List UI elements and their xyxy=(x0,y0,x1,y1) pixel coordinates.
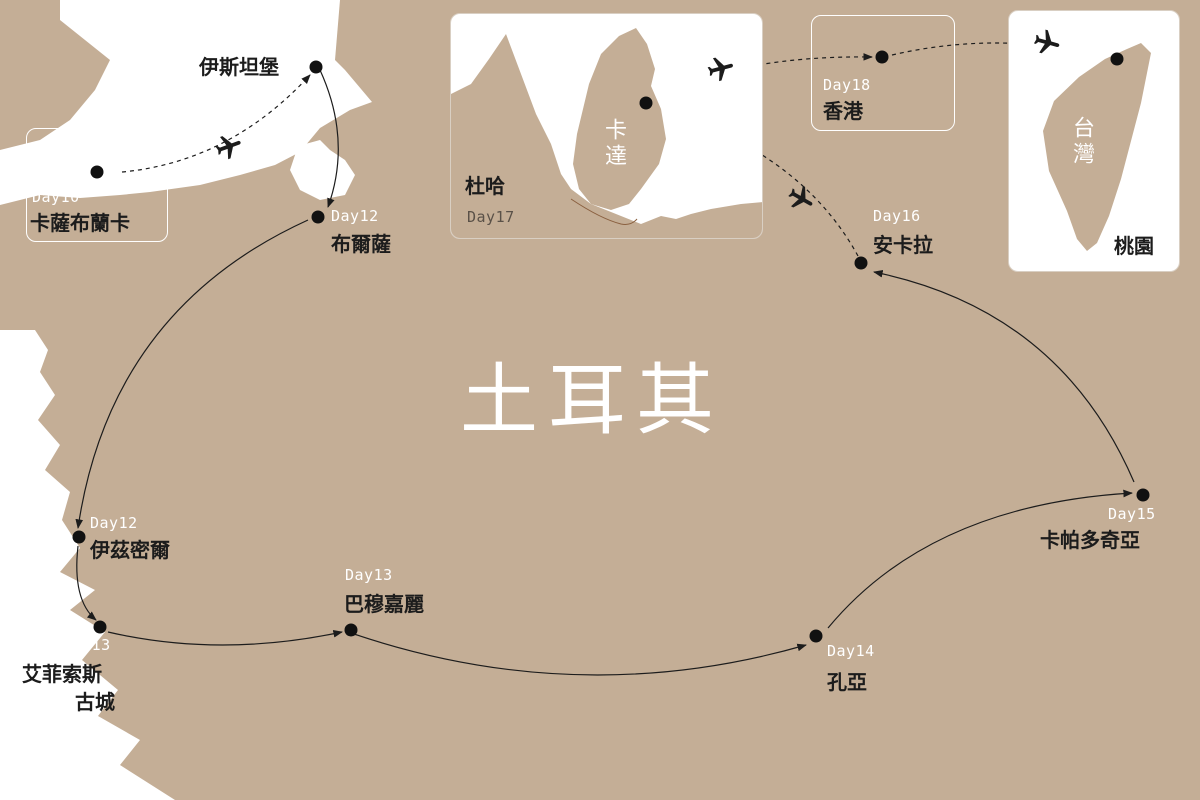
country-label: 土耳其 xyxy=(460,356,725,446)
stop-dot-taoyuan xyxy=(1110,52,1124,66)
stop-name-konya: 孔亞 xyxy=(827,670,867,694)
stop-name-ephesus-2: 古城 xyxy=(75,690,115,714)
flight-hongkong-taoyuan xyxy=(891,42,1109,59)
stop-day-casablanca: Day10 xyxy=(32,188,80,206)
stop-name-casablanca: 卡薩布蘭卡 xyxy=(30,211,130,235)
stop-day-doha: Day17 xyxy=(467,208,515,226)
stop-name-cappadocia: 卡帕多奇亞 xyxy=(1040,528,1140,552)
qatar-peninsula xyxy=(573,28,666,210)
stop-day-ankara: Day16 xyxy=(873,207,921,225)
stop-name-doha: 杜哈 xyxy=(465,174,505,198)
stop-name-taoyuan: 桃園 xyxy=(1114,234,1154,258)
airplane-icon xyxy=(1033,29,1060,54)
stop-dot-cappadocia xyxy=(1136,488,1150,502)
stop-name-izmir: 伊茲密爾 xyxy=(90,538,170,562)
stop-name-ephesus: 艾菲索斯 xyxy=(22,662,102,686)
taiwan-map xyxy=(1043,43,1151,251)
casablanca-panel xyxy=(26,128,168,242)
arabian-land xyxy=(451,34,762,238)
stop-name-hongkong: 香港 xyxy=(823,99,863,123)
black-sea-water xyxy=(0,0,372,205)
stop-name-ankara: 安卡拉 xyxy=(873,233,933,257)
stop-day-ephesus: Day13 xyxy=(63,636,111,654)
qatar-label: 卡達 xyxy=(601,118,626,170)
flight-casablanca-istanbul xyxy=(121,74,311,173)
stop-dot-pamukkale xyxy=(344,623,358,637)
dhow-icon xyxy=(621,206,633,214)
stop-dot-istanbul xyxy=(309,60,323,74)
stop-dots xyxy=(72,60,1150,643)
stop-dot-izmir xyxy=(72,530,86,544)
qatar-map xyxy=(451,28,762,238)
stop-dot-doha xyxy=(639,96,653,110)
route-ephesus-pamukkale xyxy=(107,630,343,646)
taiwan-island xyxy=(1043,43,1151,251)
stop-day-pamukkale: Day13 xyxy=(345,566,393,584)
taiwan-label: 台灣 xyxy=(1069,116,1094,168)
stop-name-pamukkale: 巴穆嘉麗 xyxy=(344,592,424,616)
stop-name-istanbul: 伊斯坦堡 xyxy=(199,55,279,79)
stop-dot-ankara xyxy=(854,256,868,270)
stop-dot-hongkong xyxy=(875,50,889,64)
route-cappadocia-ankara xyxy=(873,269,1135,483)
route-lines xyxy=(75,42,1135,676)
stop-day-izmir: Day12 xyxy=(90,514,138,532)
taiwan-panel xyxy=(1008,10,1180,272)
doha-panel xyxy=(450,13,763,239)
route-konya-cappadocia xyxy=(827,489,1133,629)
stop-dot-konya xyxy=(809,629,823,643)
hongkong-panel xyxy=(811,15,955,131)
stop-day-cappadocia: Day15 xyxy=(1108,505,1156,523)
aegean-water xyxy=(0,330,175,800)
stop-day-bursa: Day12 xyxy=(331,207,379,225)
stop-dot-ephesus xyxy=(93,620,107,634)
route-bursa-izmir xyxy=(75,219,309,529)
route-istanbul-bursa xyxy=(319,69,339,208)
flight-ankara-doha xyxy=(654,106,859,257)
stop-name-bursa: 布爾薩 xyxy=(331,232,391,256)
marmara-water xyxy=(290,140,355,200)
stop-day-hongkong: Day18 xyxy=(823,76,871,94)
stop-dot-bursa xyxy=(311,210,325,224)
route-izmir-ephesus xyxy=(76,545,97,621)
stop-day-istanbul: Day10~11 xyxy=(207,32,284,50)
border-line xyxy=(570,198,638,225)
airplane-icon xyxy=(215,136,241,160)
stop-day-konya: Day14 xyxy=(827,642,875,660)
stop-dot-casablanca xyxy=(90,165,104,179)
airplane-icon xyxy=(707,57,733,82)
route-pamukkale-konya xyxy=(353,633,807,676)
airplane-icon xyxy=(788,185,813,208)
